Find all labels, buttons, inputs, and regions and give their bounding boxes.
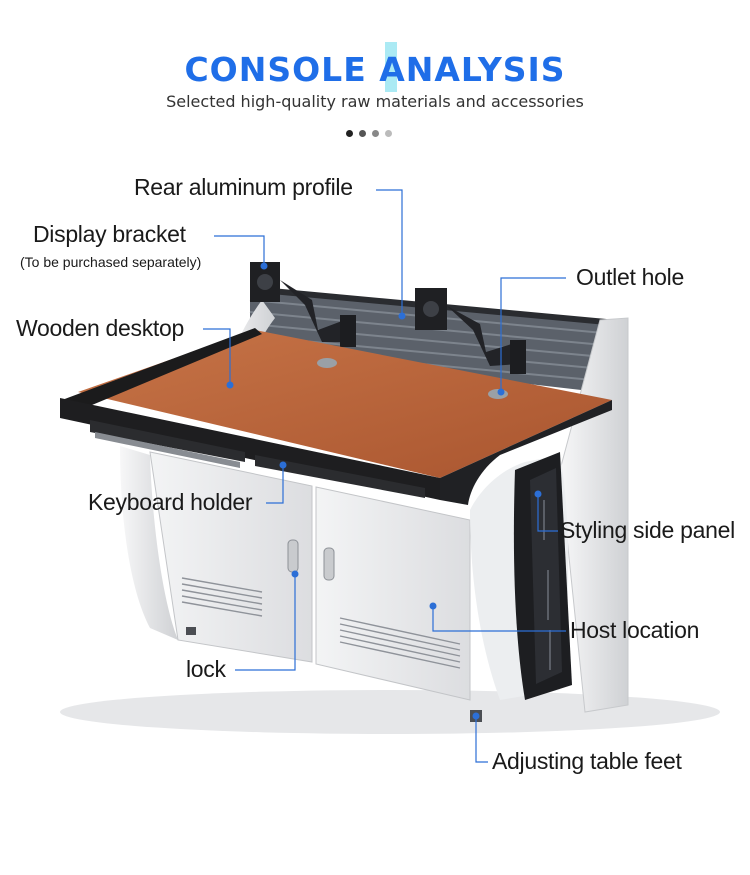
marker-keyboard-holder [279,461,287,469]
leader-adjusting-feet [475,716,488,763]
leader-display-bracket [214,235,265,266]
marker-host-location [429,602,437,610]
page-dot-3[interactable] [372,130,379,137]
display-bracket-right [415,288,526,374]
marker-wooden-desktop [226,381,234,389]
leader-keyboard-holder [266,465,284,504]
page-title: CONSOLE ANALYSIS [184,50,566,89]
marker-display-bracket [260,262,268,270]
label-display-bracket-note: (To be purchased separately) [20,254,202,270]
label-styling-side-panel: Styling side panel [560,517,735,543]
keyboard-holder-tray [90,420,425,498]
leader-outlet-hole [500,277,566,392]
leader-lock [235,574,296,671]
styling-side-panel [470,452,572,700]
marker-adjusting-feet [472,712,480,720]
marker-outlet-hole [497,388,505,396]
page-dot-2[interactable] [359,130,366,137]
floor-shadow [60,690,720,734]
host-cabinet [149,451,482,722]
marker-lock [291,570,299,578]
label-outlet-hole: Outlet hole [576,264,684,290]
leader-host-location [432,606,566,632]
page-dot-1[interactable] [346,130,353,137]
title-accent-mark [385,42,397,92]
leader-rear-profile [376,189,403,316]
leader-wooden-desktop [203,328,231,385]
label-display-bracket: Display bracket [33,221,186,247]
label-wooden-desktop: Wooden desktop [16,315,184,341]
marker-styling-panel [534,490,542,498]
label-host-location: Host location [570,617,700,643]
page-dot-4[interactable] [385,130,392,137]
pagination-dots[interactable] [346,130,392,137]
label-adjusting-table-feet: Adjusting table feet [492,748,682,774]
label-rear-aluminum-profile: Rear aluminum profile [134,174,353,200]
marker-rear-profile [398,312,406,320]
leader-styling-panel [537,494,558,532]
label-keyboard-holder: Keyboard holder [88,489,253,515]
label-lock: lock [186,656,226,682]
page-subtitle: Selected high-quality raw materials and … [166,92,584,111]
left-side-panel [120,446,178,640]
